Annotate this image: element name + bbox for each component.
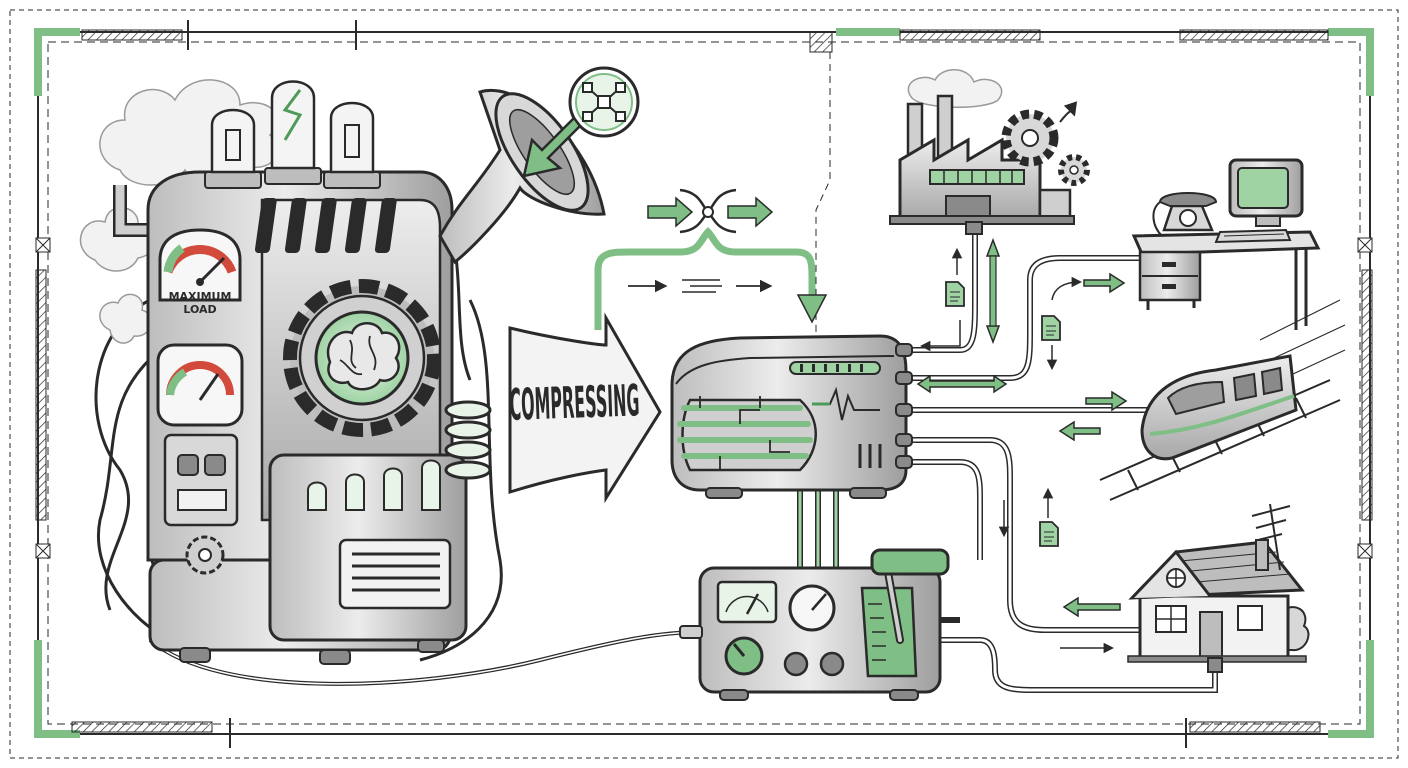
control-panel-icon <box>679 548 950 701</box>
gear-icon <box>1001 109 1090 186</box>
telephone-icon <box>1152 192 1218 237</box>
brain-gear-icon <box>283 279 441 437</box>
gauge-label-top: MAXIMUM <box>169 290 232 303</box>
compressor-device-icon <box>670 334 913 499</box>
wires <box>94 199 1218 693</box>
house-icon <box>1127 503 1310 673</box>
gauge-label-bottom: LOAD <box>183 303 216 316</box>
small-gear-icon <box>185 535 225 575</box>
document-icon <box>1041 315 1061 341</box>
blueprint-frame <box>9 9 1399 759</box>
train-icon <box>1099 299 1346 501</box>
document-icon <box>1039 521 1059 547</box>
data-flow-arrows <box>916 237 1128 654</box>
network-nodes-icon <box>568 66 640 138</box>
compressing-arrow: COMPRESSING <box>508 312 662 504</box>
document-icon <box>945 281 965 307</box>
intake-arrow <box>522 116 582 178</box>
compressing-label: COMPRESSING <box>509 375 641 431</box>
overloaded-machine-icon: MAXIMUM LOAD <box>113 80 492 665</box>
pressure-gauge <box>156 343 244 427</box>
factory-icon <box>889 69 1090 235</box>
computer-desk-icon <box>1131 158 1321 330</box>
maximum-load-gauge: MAXIMUM LOAD <box>158 228 242 316</box>
flow-schematic <box>594 188 828 330</box>
antenna-icon <box>1251 503 1291 571</box>
